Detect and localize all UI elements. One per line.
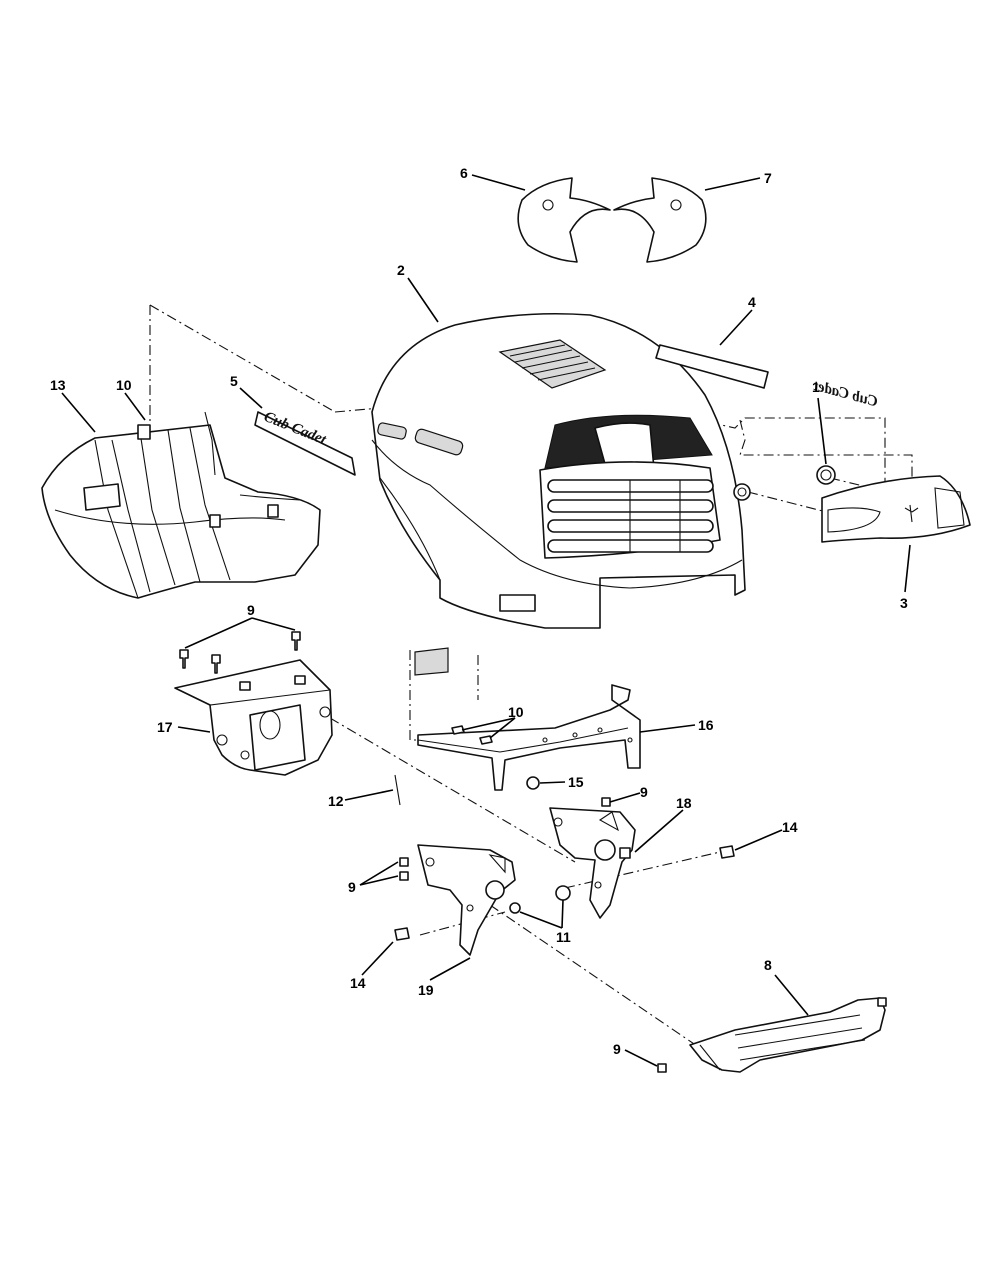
knob-part-1 bbox=[816, 465, 836, 485]
callout-4: 4 bbox=[748, 294, 756, 310]
screws-part-9-top bbox=[179, 631, 301, 674]
callout-10-a: 10 bbox=[116, 377, 132, 393]
callout-14-b: 14 bbox=[350, 975, 366, 991]
pin-part-12 bbox=[394, 774, 401, 806]
callout-6: 6 bbox=[460, 165, 468, 181]
callout-12: 12 bbox=[328, 793, 344, 809]
callout-9-c: 9 bbox=[348, 879, 356, 895]
callout-9-a: 9 bbox=[247, 602, 255, 618]
headlight-lens-part-3 bbox=[821, 475, 971, 543]
decal-right-part-7 bbox=[613, 177, 707, 263]
emblem-right-text: Cub Cadet bbox=[811, 378, 879, 411]
plate-right-part-18 bbox=[549, 807, 636, 919]
callout-3: 3 bbox=[900, 595, 908, 611]
screw-part-9-right bbox=[601, 797, 611, 807]
callout-9-d: 9 bbox=[613, 1041, 621, 1057]
bolt-part-14-right bbox=[719, 845, 735, 859]
callout-18: 18 bbox=[676, 795, 692, 811]
bracket-part-17 bbox=[174, 659, 333, 776]
callout-11: 11 bbox=[556, 929, 571, 945]
callout-8: 8 bbox=[764, 957, 772, 973]
callout-2: 2 bbox=[397, 262, 405, 278]
cross-bracket-part-16 bbox=[414, 647, 641, 791]
callout-14-a: 14 bbox=[782, 819, 798, 835]
callout-1: 1 bbox=[812, 379, 820, 395]
hood-grille-slats bbox=[547, 479, 714, 553]
callout-labels: 1 2 3 4 5 6 7 8 9 9 9 9 10 10 11 12 13 1… bbox=[50, 165, 908, 1057]
nut-part-15 bbox=[526, 776, 540, 790]
washer-part-11-left bbox=[509, 902, 521, 914]
leader-lines bbox=[61, 174, 911, 1067]
screw-part-9-bumper bbox=[657, 997, 887, 1073]
callout-17: 17 bbox=[157, 719, 173, 735]
screws-part-10-center bbox=[451, 725, 493, 745]
decal-left-part-6 bbox=[517, 177, 611, 263]
plate-left-part-19 bbox=[417, 844, 516, 956]
fastener-near-headlight bbox=[733, 483, 751, 501]
hood-part-2 bbox=[371, 312, 746, 629]
callout-19: 19 bbox=[418, 982, 434, 998]
callout-15: 15 bbox=[568, 774, 584, 790]
dash-panel-part-13 bbox=[41, 411, 321, 599]
callout-10-b: 10 bbox=[508, 704, 524, 720]
callout-13: 13 bbox=[50, 377, 66, 393]
screws-part-9-left bbox=[399, 857, 409, 881]
callout-7: 7 bbox=[764, 170, 772, 186]
emblem-left-part-5: Cub Cadet bbox=[254, 409, 356, 476]
bumper-part-8 bbox=[689, 997, 886, 1073]
callout-16: 16 bbox=[698, 717, 714, 733]
bolt-part-14-left bbox=[394, 927, 410, 941]
nut-part-11-right bbox=[555, 885, 571, 901]
callout-9-b: 9 bbox=[640, 784, 648, 800]
callout-5: 5 bbox=[230, 373, 238, 389]
